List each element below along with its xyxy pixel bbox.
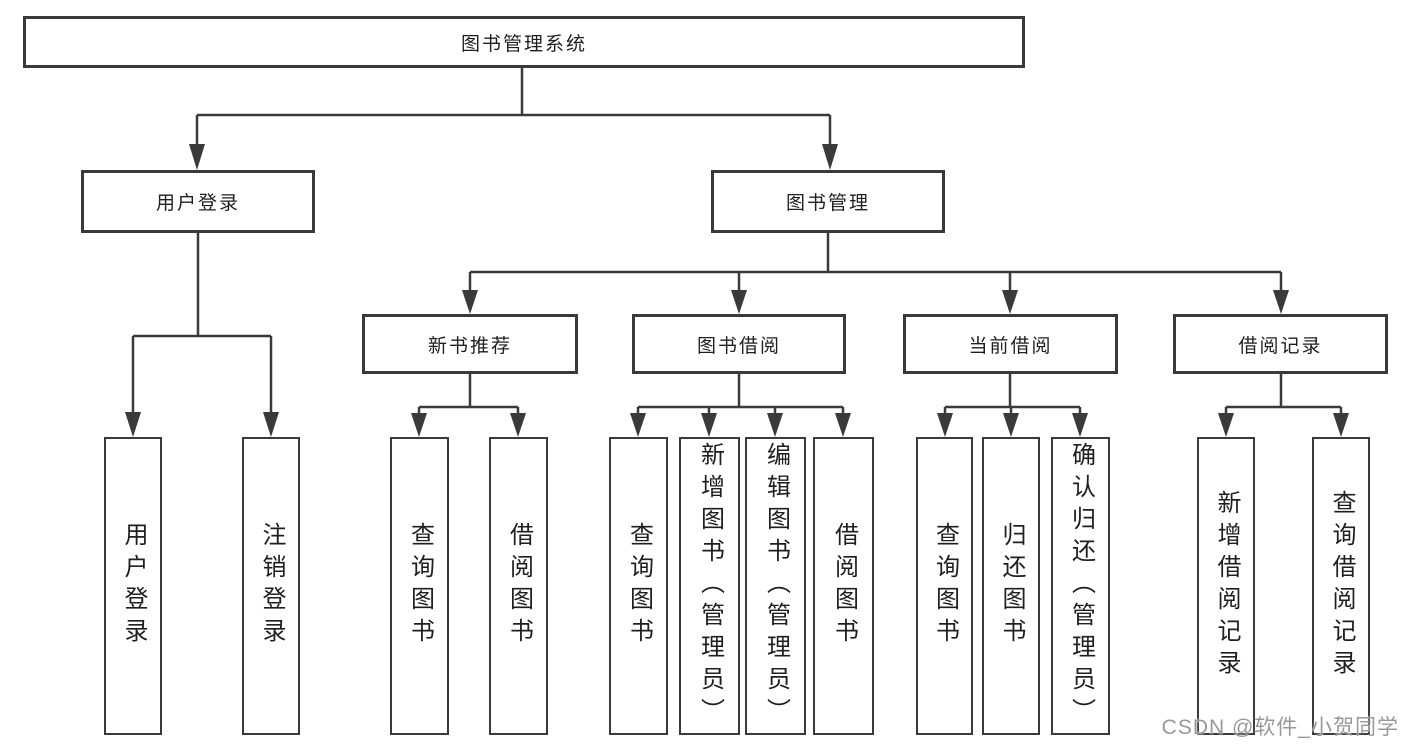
leaf-label: 编辑图书（管理员）: [762, 442, 790, 730]
leaf-add-borrow-record: 新增借阅记录: [1197, 437, 1255, 735]
node-library-system: 图书管理系统: [23, 16, 1025, 68]
leaf-label: 用户登录: [120, 522, 147, 650]
edge-his-to-leaves: [1224, 374, 1343, 415]
arrowhead: [731, 290, 747, 314]
leaf-confirm-return-admin: 确认归还（管理员）: [1051, 437, 1110, 735]
leaf-query-borrow-record: 查询借阅记录: [1312, 437, 1370, 735]
leaf-label: 查询借阅记录: [1328, 490, 1355, 682]
leaf-label: 查询图书: [931, 522, 959, 650]
leaf-return-books: 归还图书: [982, 437, 1040, 735]
edge-cur-to-leaves: [943, 374, 1082, 415]
node-label: 借阅记录: [1238, 335, 1323, 357]
arrowhead: [1218, 413, 1234, 437]
arrowhead: [937, 413, 953, 437]
leaf-edit-book-admin: 编辑图书（管理员）: [745, 437, 806, 735]
leaf-borrow-books-recommend: 借阅图书: [489, 437, 548, 735]
leaf-label: 借阅图书: [505, 522, 533, 650]
leaf-add-book-admin: 新增图书（管理员）: [679, 437, 740, 735]
edge-mgmt-to-level3: [468, 233, 1283, 292]
edge-rec-to-leaves: [417, 374, 520, 415]
leaf-label: 查询图书: [625, 522, 653, 650]
arrowhead: [1003, 413, 1019, 437]
arrowhead: [1002, 290, 1018, 314]
arrowhead: [630, 413, 646, 437]
node-label: 用户登录: [155, 193, 240, 214]
leaf-logout: 注销登录: [242, 437, 300, 735]
node-borrow-records: 借阅记录: [1173, 314, 1388, 374]
arrowhead: [1072, 413, 1088, 437]
edge-bor-to-leaves: [636, 374, 845, 415]
leaf-label: 确认归还（管理员）: [1067, 442, 1095, 730]
arrowhead: [125, 412, 141, 437]
leaf-label: 新增借阅记录: [1213, 490, 1240, 682]
arrowhead: [835, 413, 851, 437]
csdn-watermark: CSDN @软件_小贺同学: [1161, 716, 1399, 739]
node-book-borrow: 图书借阅: [632, 314, 846, 374]
arrowhead: [462, 290, 478, 314]
arrowhead: [767, 413, 783, 437]
leaf-user-login: 用户登录: [104, 437, 162, 735]
node-user-login-branch: 用户登录: [81, 170, 315, 233]
arrowhead: [510, 413, 526, 437]
node-book-management: 图书管理: [711, 170, 945, 233]
arrowhead: [1273, 290, 1289, 314]
node-label: 图书管理: [785, 193, 870, 214]
leaf-label: 注销登录: [258, 522, 285, 650]
arrowhead: [701, 413, 717, 437]
leaf-label: 查询图书: [406, 522, 434, 650]
edge-root-to-level2: [195, 68, 832, 146]
leaf-label: 借阅图书: [830, 522, 858, 650]
node-label: 当前借阅: [968, 335, 1053, 357]
leaf-label: 新增图书（管理员）: [696, 442, 724, 730]
leaf-borrow-books: 借阅图书: [813, 437, 874, 735]
arrowhead: [822, 144, 838, 170]
arrowhead: [1333, 413, 1349, 437]
arrowhead: [411, 413, 427, 437]
leaf-query-books-borrow: 查询图书: [609, 437, 668, 735]
arrowhead: [263, 412, 279, 437]
leaf-query-books-recommend: 查询图书: [390, 437, 449, 735]
leaf-label: 归还图书: [998, 522, 1025, 650]
leaf-query-books-current: 查询图书: [916, 437, 973, 735]
node-label: 图书借阅: [696, 335, 781, 357]
node-current-borrow: 当前借阅: [903, 314, 1118, 374]
arrowhead: [189, 144, 205, 170]
node-label: 图书管理系统: [460, 33, 587, 55]
node-new-book-recommend: 新书推荐: [362, 314, 578, 374]
node-label: 新书推荐: [427, 335, 512, 357]
edge-login-to-leaves: [131, 233, 273, 414]
